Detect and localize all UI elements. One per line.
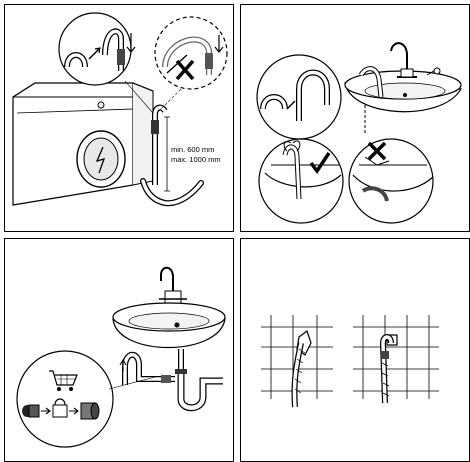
- detail-circle-incorrect-fixing: [349, 139, 433, 223]
- panel-drain-hose-height: min. 600 mm max. 1000 mm: [4, 4, 234, 232]
- min-height-label: min. 600 mm: [171, 145, 214, 154]
- siphon-illustration: [5, 239, 233, 461]
- hose-clamp: [161, 375, 171, 383]
- detail-circle-correct-fixing: [259, 139, 343, 223]
- tile-grid-right: [353, 315, 439, 399]
- washing-machine-drain-illustration: [5, 5, 233, 231]
- hose-clip: [151, 120, 159, 134]
- wall-drain-illustration: [241, 239, 469, 461]
- sink-edge-illustration: [241, 5, 469, 231]
- detail-circle-adapter: [17, 351, 113, 447]
- panel-wall-drain: [240, 238, 470, 462]
- panel-hose-on-sink-edge: [240, 4, 470, 232]
- panel-siphon-connection: [4, 238, 234, 462]
- max-height-label: max. 1000 mm: [171, 155, 221, 164]
